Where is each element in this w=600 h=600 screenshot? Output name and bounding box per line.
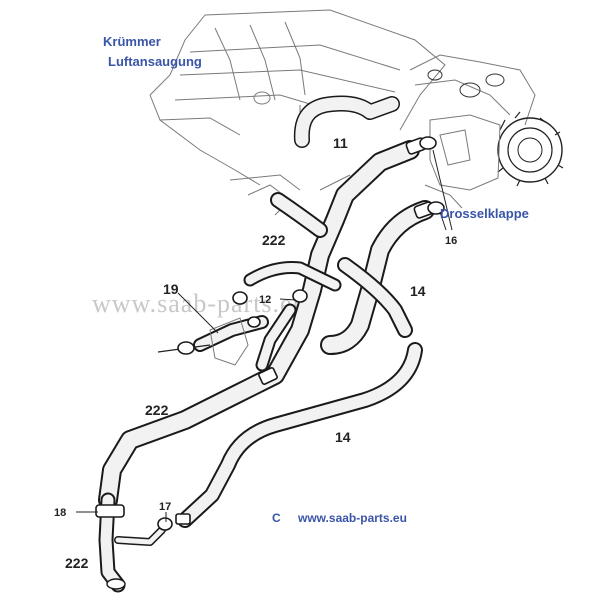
hose-222 xyxy=(98,140,420,510)
engine-block-drawing xyxy=(149,9,446,216)
manifold-label: Krümmer xyxy=(103,34,161,49)
part-number-11: 11 xyxy=(333,135,348,151)
part-number-222-bottom: 222 xyxy=(65,555,89,571)
hose-14 xyxy=(177,200,435,528)
throttle-body-drawing xyxy=(409,54,564,209)
part-number-222-mid: 222 xyxy=(145,402,169,418)
air-intake-label: Luftansaugung xyxy=(108,54,202,69)
hose-11 xyxy=(293,95,400,148)
website-label: www.saab-parts.eu xyxy=(297,511,407,525)
part-number-16: 16 xyxy=(445,235,457,247)
part-number-14-upper: 14 xyxy=(410,283,426,299)
part-number-18: 18 xyxy=(54,507,66,519)
part-number-222-top: 222 xyxy=(262,232,286,248)
throttle-label: Drosselklappe xyxy=(440,206,529,221)
part-number-12: 12 xyxy=(259,294,271,306)
bottom-pipe xyxy=(98,492,166,593)
part-number-17: 17 xyxy=(159,501,171,513)
part-number-19: 19 xyxy=(163,281,179,297)
leader-lines xyxy=(76,149,453,522)
part-number-14-lower: 14 xyxy=(335,429,351,445)
copyright-mark: C xyxy=(272,511,281,525)
hose-clamps xyxy=(95,136,445,531)
